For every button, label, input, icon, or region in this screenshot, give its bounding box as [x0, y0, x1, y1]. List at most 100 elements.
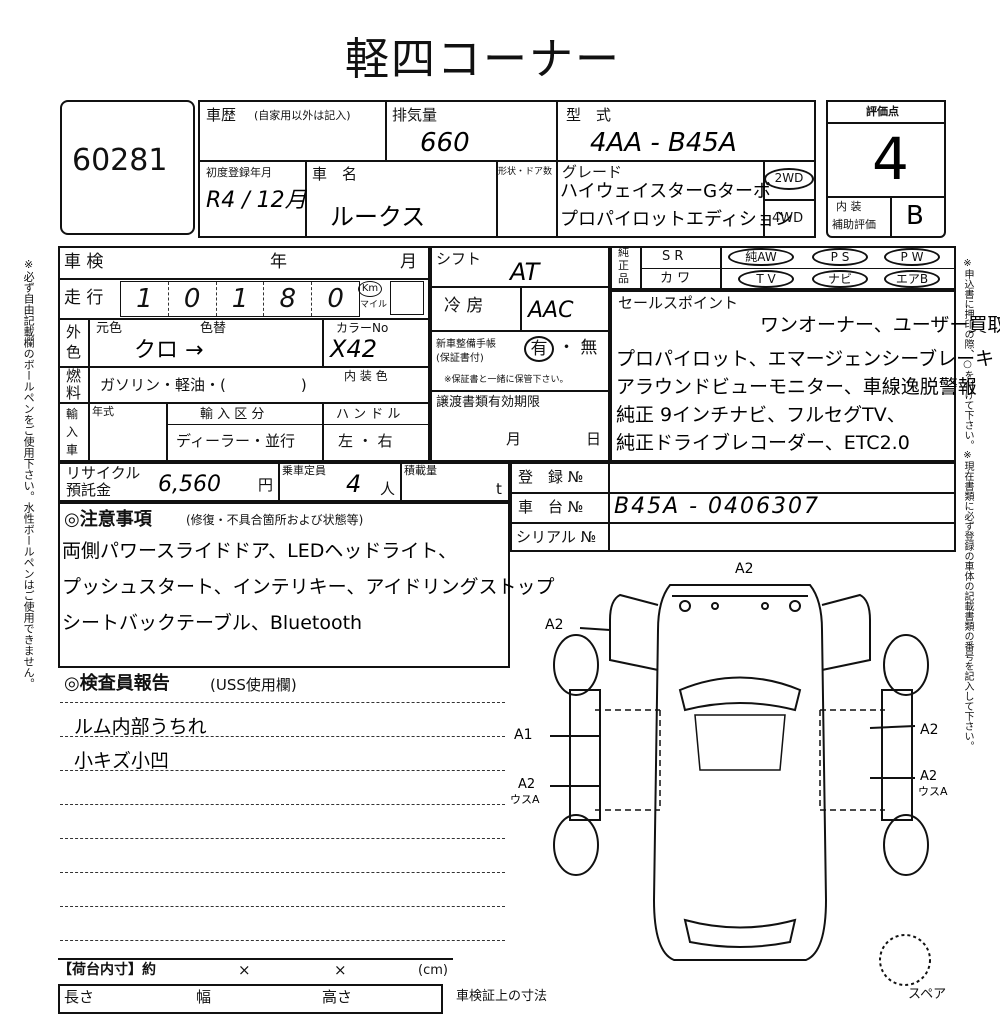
page-title: 軽四コーナー: [345, 34, 621, 85]
load-unit: t: [496, 480, 502, 498]
mileage-digit: 0: [169, 282, 217, 316]
lot-number-box: [60, 100, 195, 235]
sr-option: S R: [662, 249, 684, 264]
cargo-x2: ×: [334, 961, 347, 979]
recycle-value: 6,560: [158, 472, 221, 497]
color-no-value: X42: [330, 335, 377, 363]
mark-right-door: A2: [920, 722, 939, 738]
sales-point-line: ワンオーナー、ユーザー買取: [760, 314, 1000, 336]
inspector-line: 小キズ小凹: [74, 750, 170, 772]
cargo-dims-row: [58, 984, 443, 1014]
mileage-digit: 1: [121, 282, 169, 316]
service-book-yes: 有: [524, 336, 554, 362]
inspection-month-label: 月: [400, 252, 417, 272]
interior-score-value: B: [906, 201, 924, 231]
displacement-value: 660: [420, 128, 470, 158]
model-type-value: 4AA - B45A: [590, 128, 737, 158]
left-vertical-note: ※必ず自由記載欄のボールペンをご使用下さい。水性ボールペンはご使用できません。: [22, 258, 36, 689]
interior-label: 内 装: [836, 200, 862, 213]
model-year-label: 年式: [92, 405, 114, 418]
inspection-year-label: 年: [270, 252, 287, 272]
inspection-table: [58, 246, 430, 462]
mileage-digit: 1: [217, 282, 265, 316]
mileage-digit: 0: [327, 284, 344, 314]
chassis-no-value: B45A - 0406307: [614, 494, 821, 519]
serial-no-label: シリアル №: [516, 528, 597, 546]
notes-box: [58, 502, 510, 668]
navi-option: ナビ: [812, 270, 868, 288]
spare-label: スペア: [908, 987, 947, 1002]
note-line: シートバックテーブル、Bluetooth: [62, 612, 363, 634]
shift-label: シフト: [436, 250, 482, 268]
displacement-label: 排気量: [392, 106, 438, 124]
service-book-label: 新車整備手帳 (保証書付): [436, 339, 496, 364]
sales-point-line: 純正 9インチナビ、フルセグTV、: [616, 404, 906, 426]
cargo-x1: ×: [238, 961, 251, 979]
sales-points-label: セールスポイント: [618, 294, 739, 312]
interior-color-label: 内 装 色: [344, 369, 388, 383]
inspector-sub-label: (USS使用欄): [210, 676, 297, 694]
color-no-label: カラーNo: [336, 321, 389, 335]
grade-line1: ハイウェイスターGターボ: [560, 181, 772, 202]
cargo-unit: (cm): [418, 963, 448, 978]
mark-left-rear: A2: [518, 777, 536, 792]
recycle-label: リサイクル 預託金: [66, 464, 141, 499]
mark-right-rear-sub: ウスA: [918, 785, 948, 798]
registration-table: [510, 462, 956, 552]
handle-label: ハ ン ド ル: [336, 407, 401, 422]
ac-option: エアB: [884, 270, 940, 288]
capacity-value: 4: [346, 470, 362, 498]
inspector-label: ◎検査員報告: [64, 673, 170, 694]
import-type-label: 輸 入 区 分: [200, 407, 265, 422]
notes-label: ◎注意事項: [64, 509, 152, 530]
length-label: 長さ: [64, 988, 95, 1006]
height-label: 高さ: [322, 988, 353, 1006]
history-label: 車歴: [206, 106, 237, 124]
shape-doors-label: 形状・ドア数: [498, 167, 553, 177]
mileage-digits: 1 0 1 8 0: [120, 281, 360, 317]
vehicle-info-table: [198, 100, 816, 238]
history-note: (自家用以外は記入): [254, 109, 351, 122]
mark-front-left: A2: [545, 617, 564, 633]
sales-point-line: 純正ドライブレコーダー、ETC2.0: [616, 432, 910, 454]
notes-sub-label: (修復・不具合箇所および状態等): [186, 513, 364, 527]
recycle-row: [58, 462, 510, 502]
pw-option: P W: [884, 248, 940, 266]
car-damage-diagram: [550, 584, 931, 986]
aircon-label: 冷 房: [444, 296, 484, 316]
fuel-options: ガソリン・軽油・( ): [100, 376, 307, 394]
grade-label: グレード: [562, 163, 623, 181]
orig-color-label: 元色: [96, 321, 123, 336]
equipment-label: 純 正 品: [618, 246, 629, 285]
score-value: 4: [872, 125, 909, 193]
shift-value: AT: [510, 258, 540, 286]
transfer-day: 日: [586, 430, 602, 448]
transfer-month: 月: [506, 430, 522, 448]
mark-left-door: A1: [514, 727, 533, 743]
color-change-label: 色替: [200, 321, 227, 336]
grade-line2: プロパイロットエディション: [560, 209, 793, 230]
sales-points-box: [610, 290, 956, 462]
capacity-unit: 人: [380, 480, 396, 498]
score-box: [826, 100, 946, 238]
mileage-digit: 8: [264, 282, 313, 316]
service-book-note: ※保証書と一緒に保管下さい。: [444, 375, 569, 385]
cargo-label: 【荷台内寸】約: [58, 962, 156, 978]
aw-option: 純AW: [728, 248, 794, 266]
handle-options: 左 ・ 右: [338, 432, 393, 450]
ps-option: P S: [812, 248, 868, 266]
car-name-label: 車 名: [312, 165, 358, 183]
note-line: 両側パワースライドドア、LEDヘッドライト、: [62, 540, 457, 562]
sales-point-line: アラウンドビューモニター、車線逸脱警報: [616, 376, 977, 398]
lot-number: 60281: [72, 143, 168, 178]
mark-top: A2: [735, 561, 754, 577]
reg-no-label: 登 録 №: [518, 468, 584, 486]
fuel-label: 燃 料: [66, 367, 82, 402]
width-label: 幅: [196, 988, 212, 1006]
capacity-label: 乗車定員: [282, 464, 326, 477]
kawa-option: カ ワ: [660, 271, 691, 286]
exterior-color-label: 外 色: [66, 323, 82, 361]
inspector-line: ルム内部うちれ: [74, 716, 207, 738]
import-label: 輸 入 車: [66, 407, 79, 457]
score-label: 評価点: [866, 105, 899, 118]
